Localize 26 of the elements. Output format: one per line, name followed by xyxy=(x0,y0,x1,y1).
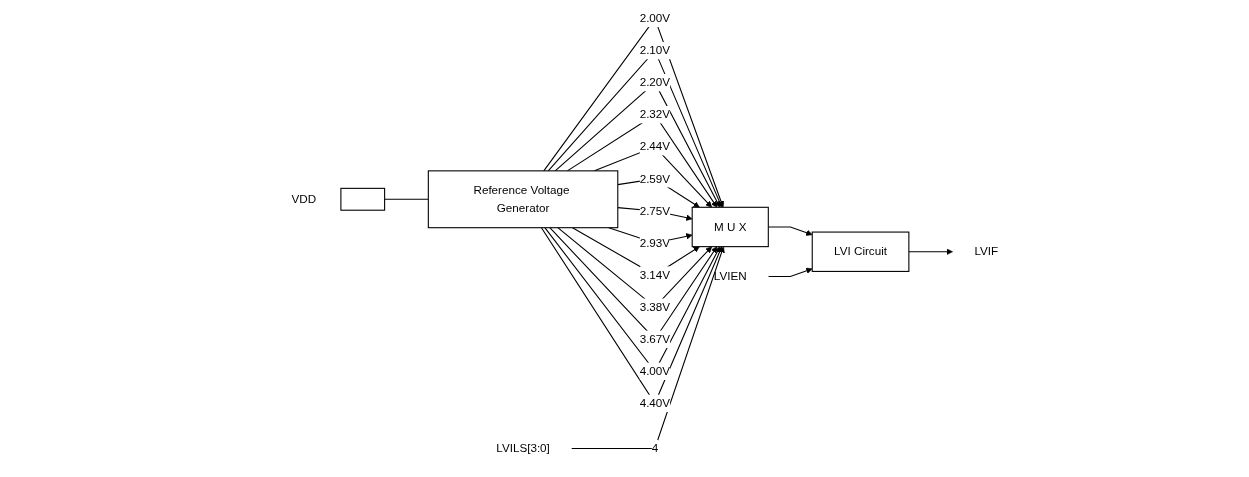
node-box: M U X xyxy=(691,206,769,247)
edge-label: 2.75V xyxy=(639,203,671,217)
edge-label: 2.00V xyxy=(639,11,671,24)
arrow xyxy=(908,248,953,255)
edge-label: 2.44V xyxy=(639,139,671,153)
edge-label: 2.20V xyxy=(639,75,671,89)
edge-label: 2.93V xyxy=(639,235,671,249)
connector xyxy=(384,198,429,200)
node-box: Reference Voltage Generator xyxy=(427,169,619,228)
node-label: VDD xyxy=(291,192,317,205)
node-box: LVI Circuit xyxy=(811,231,910,272)
arrow xyxy=(768,267,813,277)
arrow xyxy=(571,245,725,449)
edge-label: 4.00V xyxy=(639,364,671,377)
node-text: LVIEN xyxy=(713,269,747,282)
node-text: LVIF xyxy=(974,244,999,258)
edge-label: 3.38V xyxy=(639,300,671,313)
edge-label: 3.67V xyxy=(639,332,671,345)
edge-label: 2.59V xyxy=(639,171,671,185)
edge-label: 3.14V xyxy=(639,268,671,281)
edge-label: 2.32V xyxy=(639,107,671,121)
edge-label: 4.40V xyxy=(639,396,671,409)
node-box xyxy=(340,187,386,211)
edge-label: 4 xyxy=(651,441,659,454)
node-text: LVILS[3:0] xyxy=(496,441,550,454)
edge-label: 2.10V xyxy=(639,43,671,56)
